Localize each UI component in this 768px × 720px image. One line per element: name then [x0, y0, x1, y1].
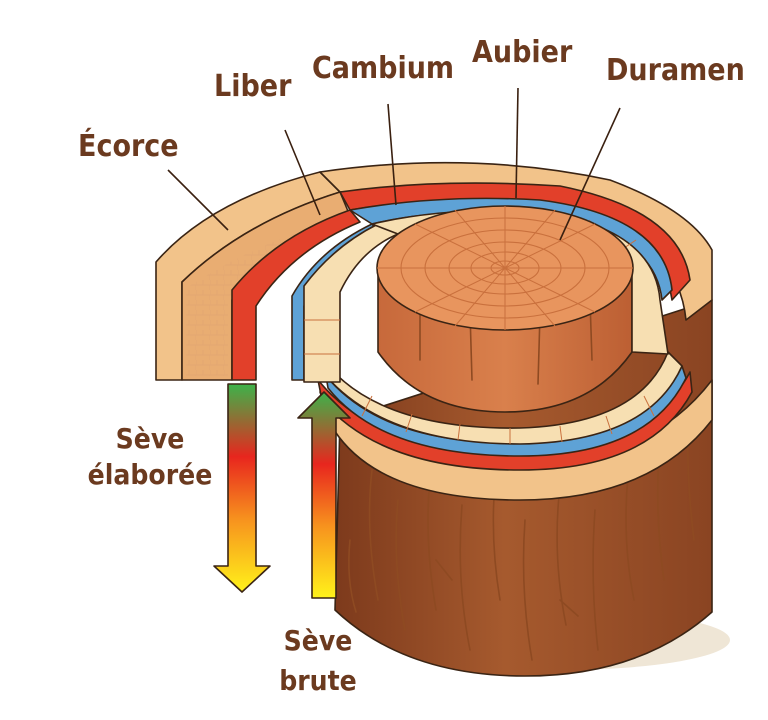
aubier-leader	[515, 87, 519, 199]
liber-label: Liber	[214, 69, 292, 104]
seve-brute-arrow	[297, 391, 351, 599]
ecorce-leader	[167, 169, 229, 231]
cambium-label: Cambium	[312, 51, 454, 86]
duramen-leader	[559, 107, 621, 241]
ecorce-label: Écorce	[78, 128, 179, 164]
seve-brute-label-line2: brute	[279, 664, 357, 697]
duramen-top	[376, 205, 634, 331]
seve-brute-label-line1: Sève	[284, 624, 353, 657]
liber-layer	[231, 209, 361, 381]
cambium-leader	[387, 103, 397, 206]
seve-elaboree-label-line2: élaborée	[88, 458, 213, 491]
aubier-label: Aubier	[472, 35, 573, 70]
seve-elaboree-arrow	[213, 383, 271, 593]
seve-elaboree-label-line1: Sève	[116, 422, 185, 455]
leader-lines	[167, 87, 621, 241]
duramen-label: Duramen	[606, 53, 745, 88]
liber-leader	[284, 129, 321, 216]
lower-step-rings	[317, 351, 713, 501]
